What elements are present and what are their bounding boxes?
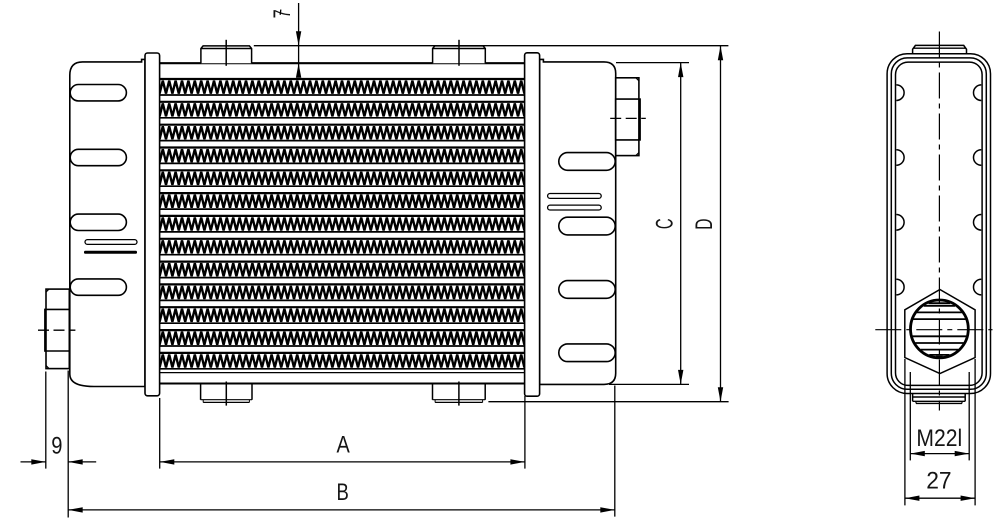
svg-text:9: 9 bbox=[51, 433, 62, 460]
svg-text:27: 27 bbox=[926, 468, 951, 495]
svg-text:D: D bbox=[691, 218, 718, 229]
svg-text:7: 7 bbox=[269, 9, 296, 18]
svg-text:C: C bbox=[651, 218, 678, 229]
svg-text:M22l: M22l bbox=[916, 425, 962, 452]
svg-text:B: B bbox=[337, 479, 349, 506]
svg-text:A: A bbox=[337, 432, 350, 459]
